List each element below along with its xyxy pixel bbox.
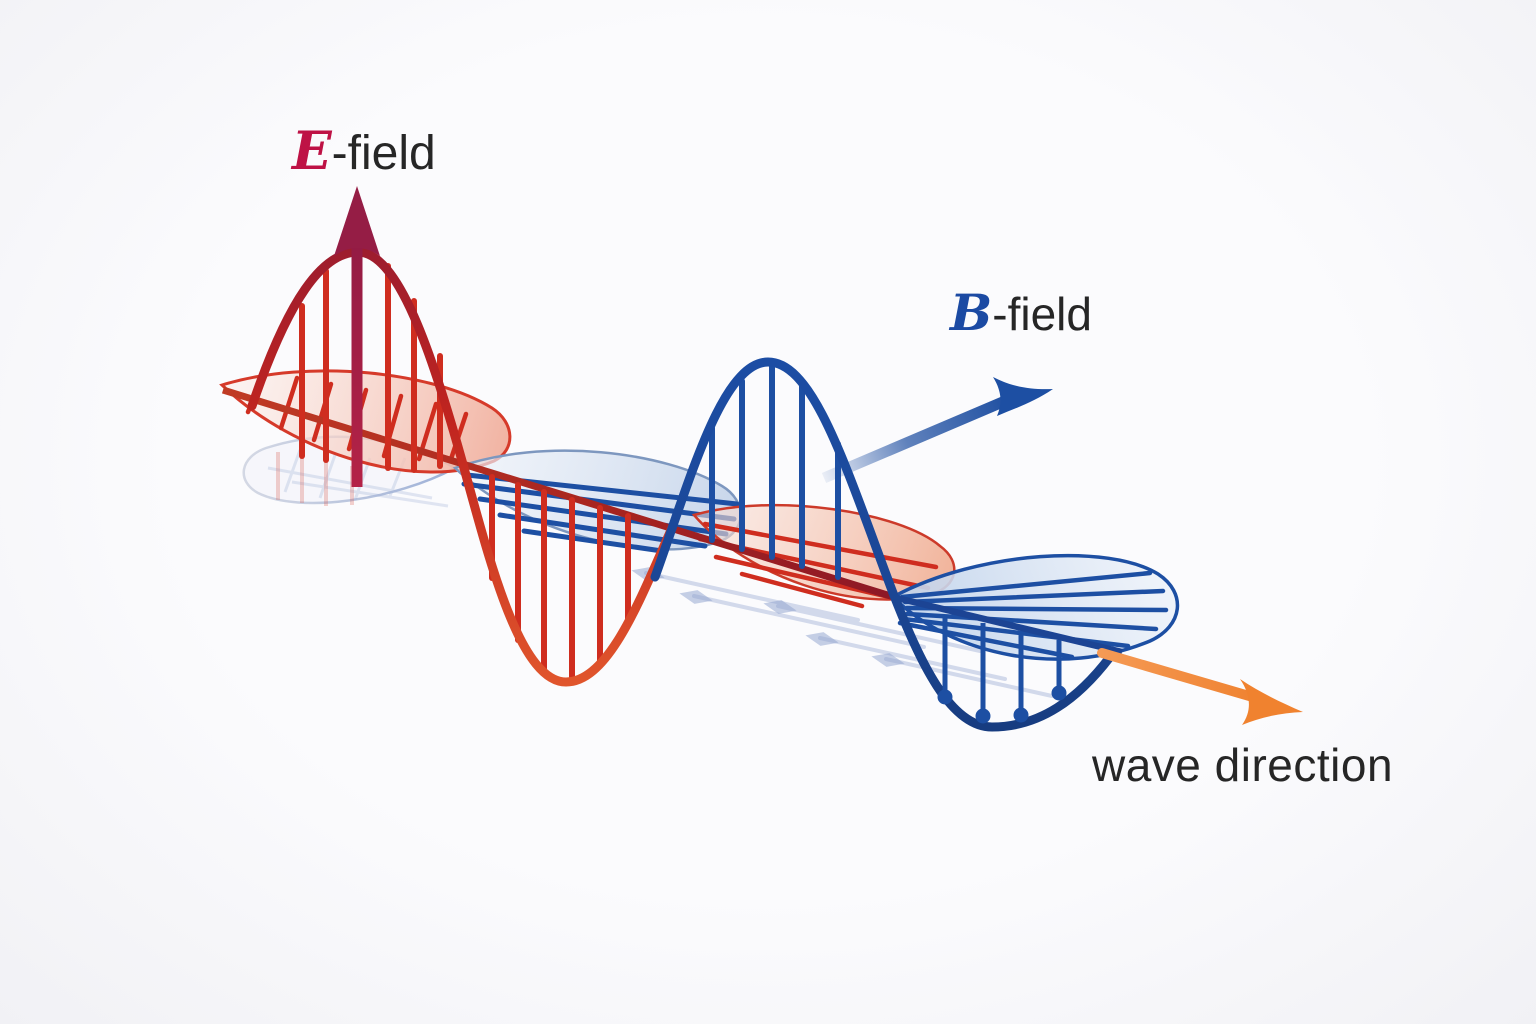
b-field-label: B-field [950, 288, 1092, 338]
e-field-symbol: E [292, 121, 332, 182]
e-field-label: E-field [292, 126, 436, 178]
e-field-suffix: -field [331, 127, 436, 180]
b-field-symbol: B [950, 283, 993, 342]
b-field-arrow-icon [821, 377, 1053, 484]
b-field-wave [650, 357, 1115, 732]
b-field-pins [937, 615, 1067, 724]
wave-direction-arrow-icon [1097, 648, 1303, 725]
propagation-axis [221, 386, 1123, 656]
b-field-suffix: -field [992, 288, 1092, 340]
e-field-wave [247, 186, 677, 687]
ghost-propagation-arrows [631, 567, 1054, 698]
wave-direction-label: wave direction [1092, 739, 1394, 791]
e-field-arrow-icon [334, 186, 380, 487]
